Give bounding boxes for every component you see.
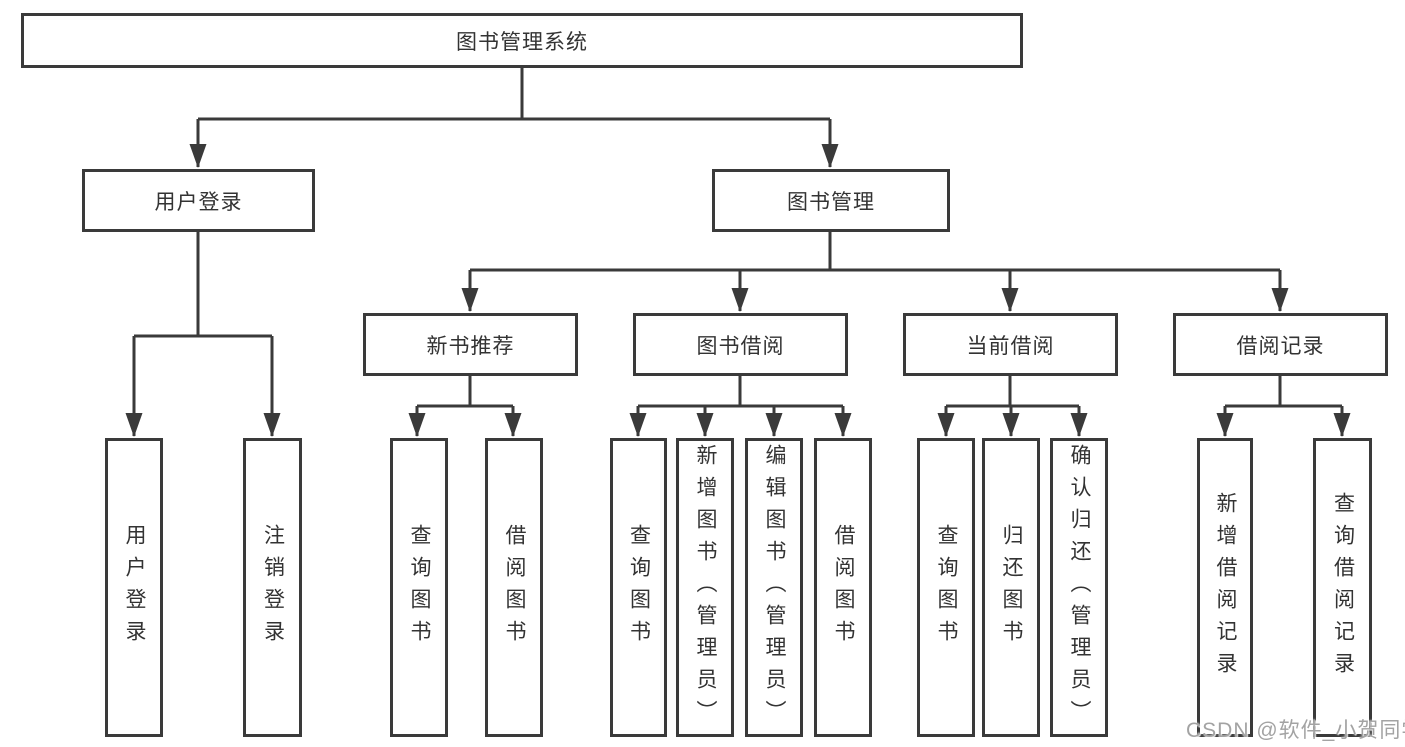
node-label: 查询图书	[627, 523, 651, 652]
node-current-borrowing: 当前借阅	[903, 313, 1118, 376]
node-label: 借阅图书	[832, 523, 856, 652]
node-label: 图书管理	[787, 190, 875, 214]
node-label: 图书管理系统	[456, 30, 588, 54]
leaf-query-books-current: 查询图书	[917, 438, 975, 737]
leaf-confirm-return-admin: 确认归还（管理员）	[1050, 438, 1108, 737]
node-label: 归还图书	[1000, 523, 1024, 652]
node-borrowing-records: 借阅记录	[1173, 313, 1388, 376]
leaf-user-login: 用户登录	[105, 438, 163, 737]
node-label: 新增借阅记录	[1214, 491, 1238, 684]
node-library-management-system: 图书管理系统	[21, 13, 1023, 68]
leaf-borrow-books-recommend: 借阅图书	[485, 438, 543, 737]
leaf-query-books-borrowing: 查询图书	[610, 438, 667, 737]
leaf-query-borrow-record: 查询借阅记录	[1313, 438, 1372, 737]
node-label: 新增图书（管理员）	[694, 443, 718, 732]
node-book-management: 图书管理	[712, 169, 950, 232]
leaf-query-books-recommend: 查询图书	[390, 438, 448, 737]
leaf-logout: 注销登录	[243, 438, 302, 737]
node-label: 编辑图书（管理员）	[763, 443, 787, 732]
leaf-add-books-admin: 新增图书（管理员）	[676, 438, 734, 737]
node-label: 用户登录	[123, 523, 147, 652]
node-label: 新书推荐	[426, 334, 515, 358]
node-book-borrowing: 图书借阅	[633, 313, 848, 376]
node-user-login: 用户登录	[82, 169, 315, 232]
node-label: 注销登录	[261, 523, 285, 652]
node-label: 当前借阅	[966, 334, 1055, 358]
node-label: 查询图书	[408, 523, 432, 652]
node-label: 确认归还（管理员）	[1068, 443, 1092, 732]
node-new-book-recommend: 新书推荐	[363, 313, 578, 376]
leaf-borrow-books-borrowing: 借阅图书	[814, 438, 872, 737]
node-label: 查询图书	[935, 523, 959, 652]
node-label: 用户登录	[154, 190, 243, 214]
leaf-edit-books-admin: 编辑图书（管理员）	[745, 438, 803, 737]
leaf-add-borrow-record: 新增借阅记录	[1197, 438, 1253, 737]
csdn-watermark: CSDN @软件_小贺同学	[1186, 719, 1405, 742]
node-label: 图书借阅	[696, 334, 785, 358]
node-label: 借阅图书	[503, 523, 527, 652]
leaf-return-books: 归还图书	[982, 438, 1040, 737]
node-label: 查询借阅记录	[1331, 491, 1355, 684]
node-label: 借阅记录	[1236, 334, 1325, 358]
